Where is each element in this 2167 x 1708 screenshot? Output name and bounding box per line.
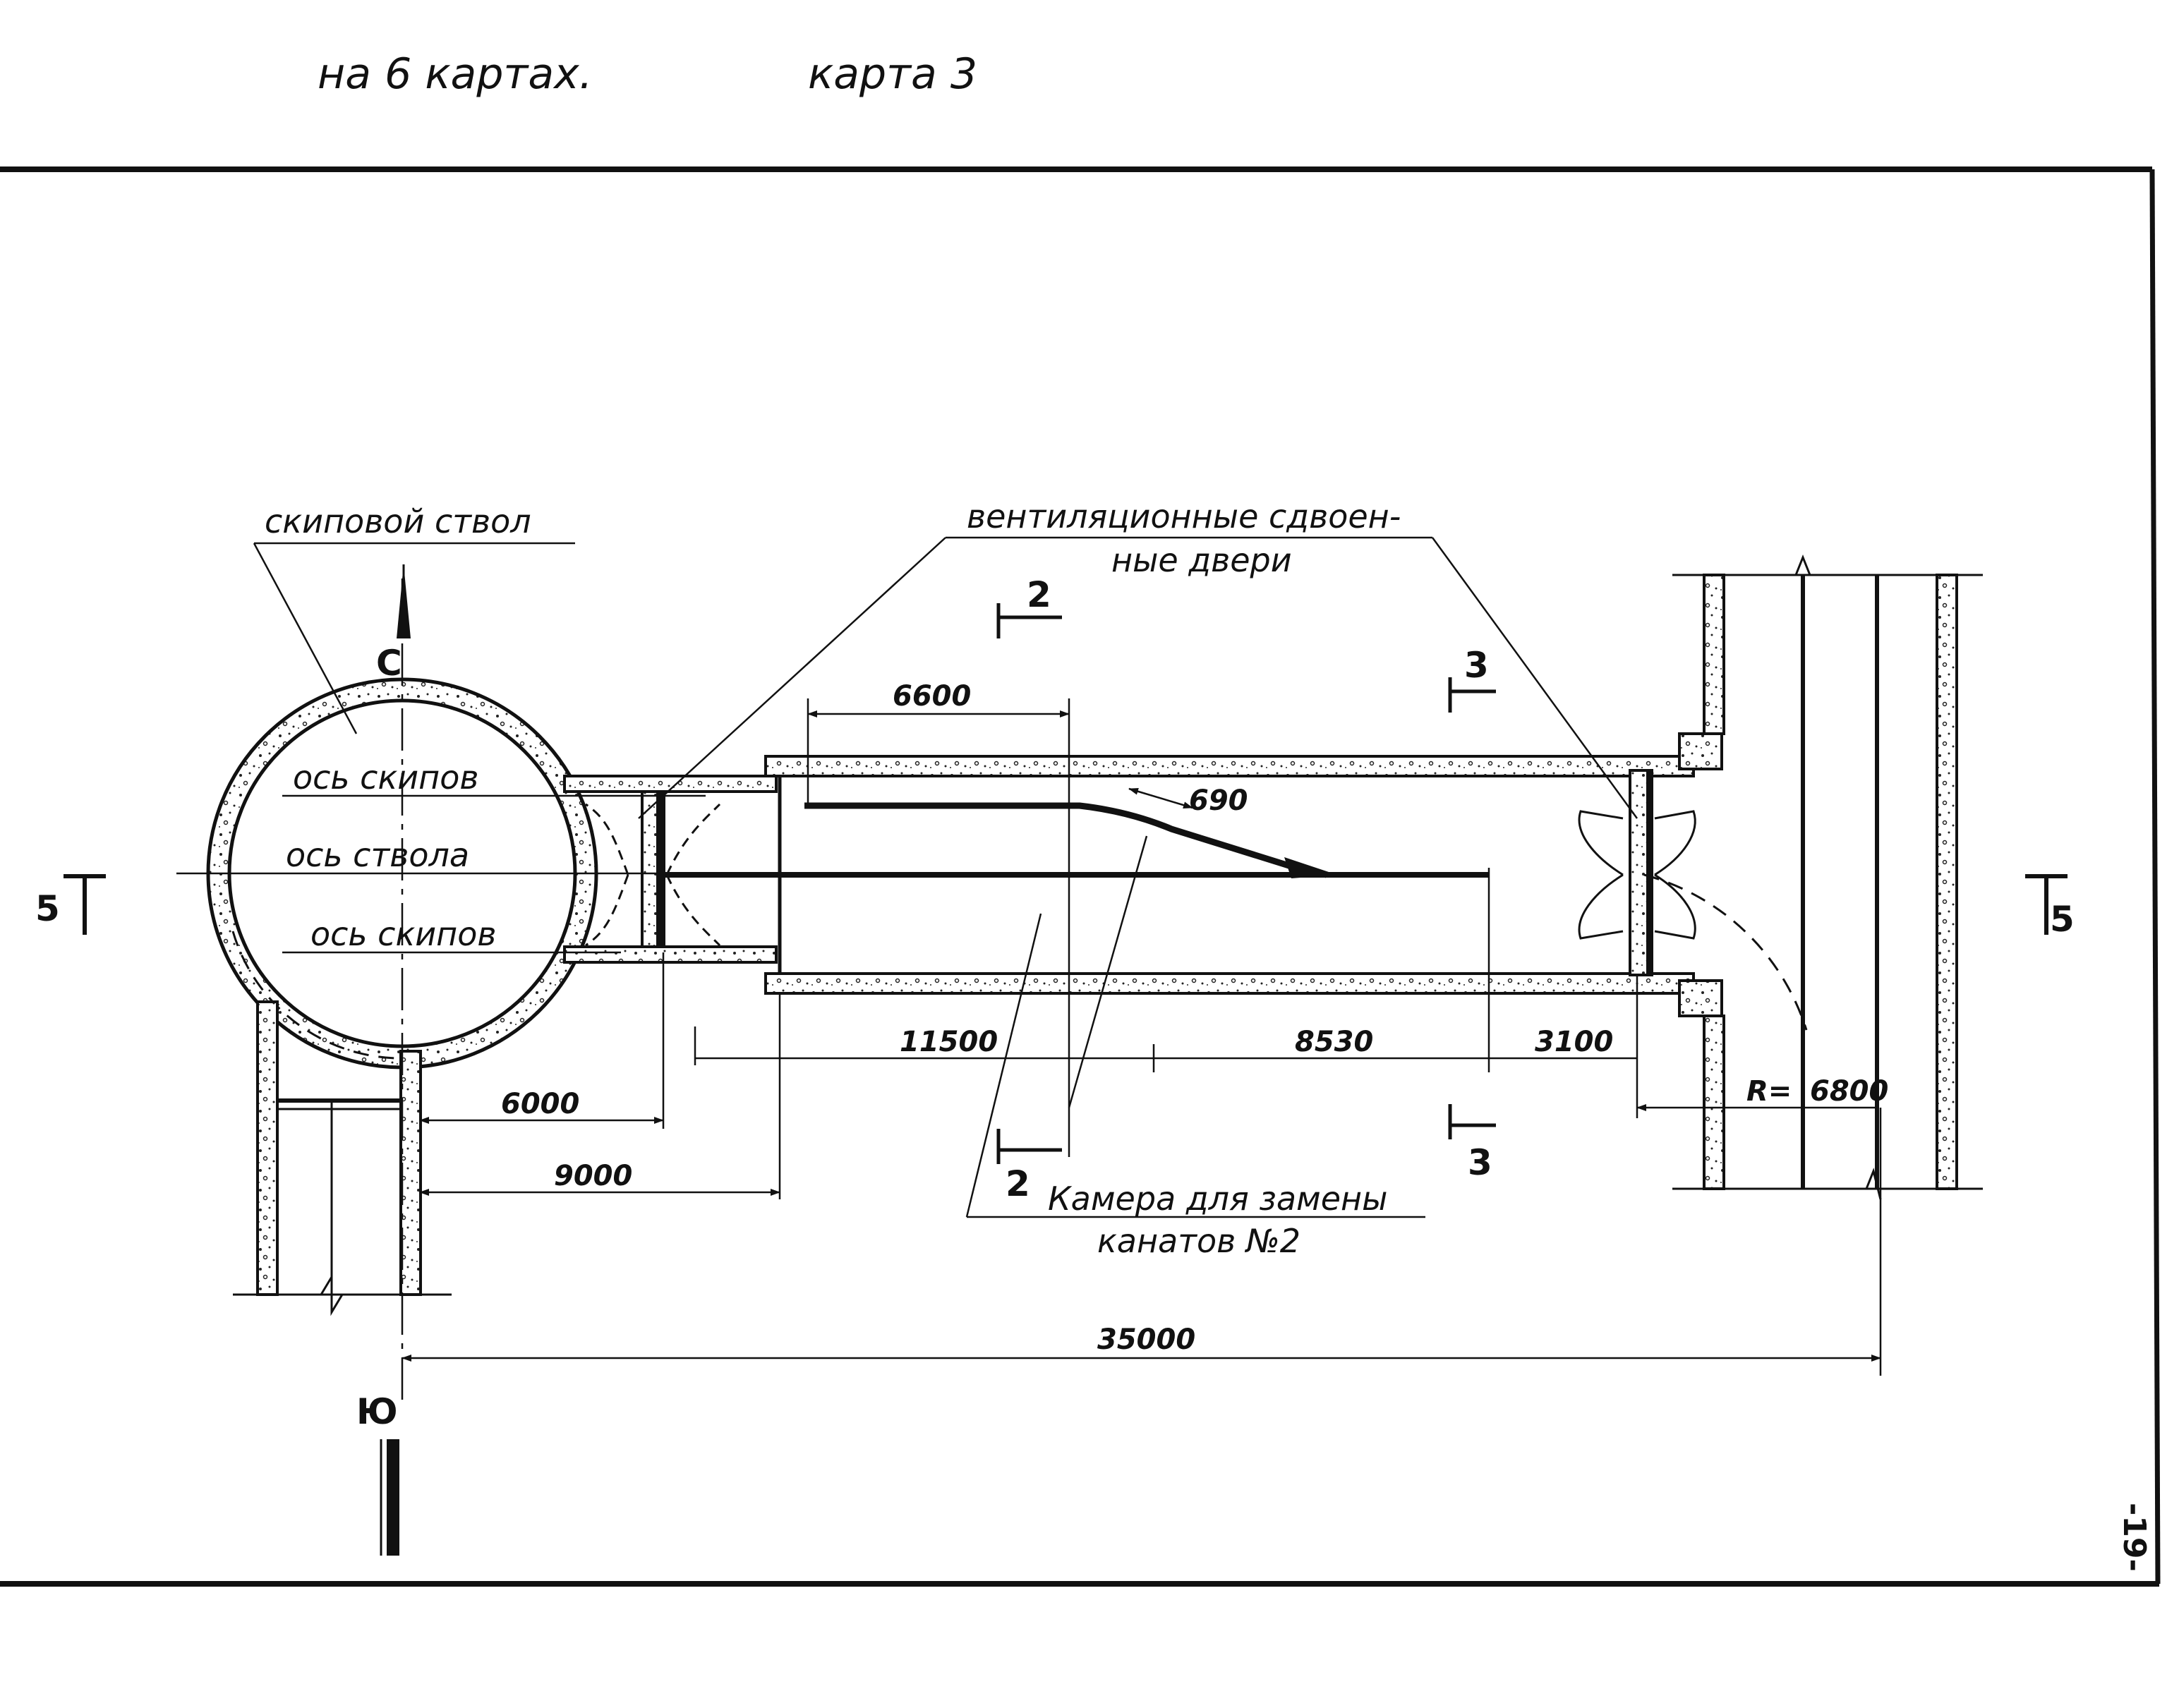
vent-doors-label-2: ные двери <box>1111 541 1292 579</box>
north-arrow <box>397 564 411 638</box>
south-corridor <box>233 1000 452 1316</box>
dim-6600: 6600 <box>893 680 971 713</box>
page-number: -19- <box>2116 1503 2152 1572</box>
dimension-lines <box>402 698 1882 1376</box>
dim-3100: 3100 <box>1535 1026 1613 1058</box>
rope-chamber <box>656 732 1723 1017</box>
section-2-bottom: 2 <box>1006 1163 1030 1204</box>
dim-690: 690 <box>1189 785 1248 817</box>
frame <box>0 166 2161 1587</box>
dim-9000: 9000 <box>554 1160 632 1192</box>
dim-6800: 6800 <box>1810 1075 1888 1108</box>
axes <box>176 579 706 1404</box>
shaft-axis-label: ось ствола <box>286 836 469 874</box>
south-label: Ю <box>356 1391 398 1432</box>
section-5-left: 5 <box>35 888 60 929</box>
south-arrow <box>380 1439 399 1556</box>
section-5-right: 5 <box>2050 899 2075 940</box>
section-3-bottom: 3 <box>1468 1142 1492 1183</box>
skip-axis-bottom-label: ось скипов <box>310 915 496 953</box>
leader-lines <box>253 536 1638 1218</box>
chamber-label-1: Камера для замены <box>1048 1180 1387 1218</box>
header-right: карта 3 <box>808 49 978 99</box>
dim-8530: 8530 <box>1295 1026 1373 1058</box>
header-left: на 6 картах. <box>318 49 593 99</box>
dim-11500: 11500 <box>900 1026 998 1058</box>
section-2-top: 2 <box>1027 574 1051 615</box>
skip-shaft-label: скиповой ствол <box>265 502 531 540</box>
connection-passage <box>563 775 778 964</box>
right-drift <box>1643 554 1983 1200</box>
radius-label: R= <box>1746 1075 1792 1108</box>
chamber-label-2: канатов №2 <box>1097 1222 1300 1260</box>
north-label: С <box>376 643 402 684</box>
dim-35000: 35000 <box>1097 1324 1195 1356</box>
section-3-top: 3 <box>1464 645 1489 686</box>
section-markers <box>64 603 2068 1164</box>
vent-doors-label-1: вентиляционные сдвоен- <box>967 497 1401 535</box>
dim-6000: 6000 <box>501 1088 579 1120</box>
skip-axis-top-label: ось скипов <box>293 758 478 797</box>
ventilation-doors <box>585 803 1696 947</box>
